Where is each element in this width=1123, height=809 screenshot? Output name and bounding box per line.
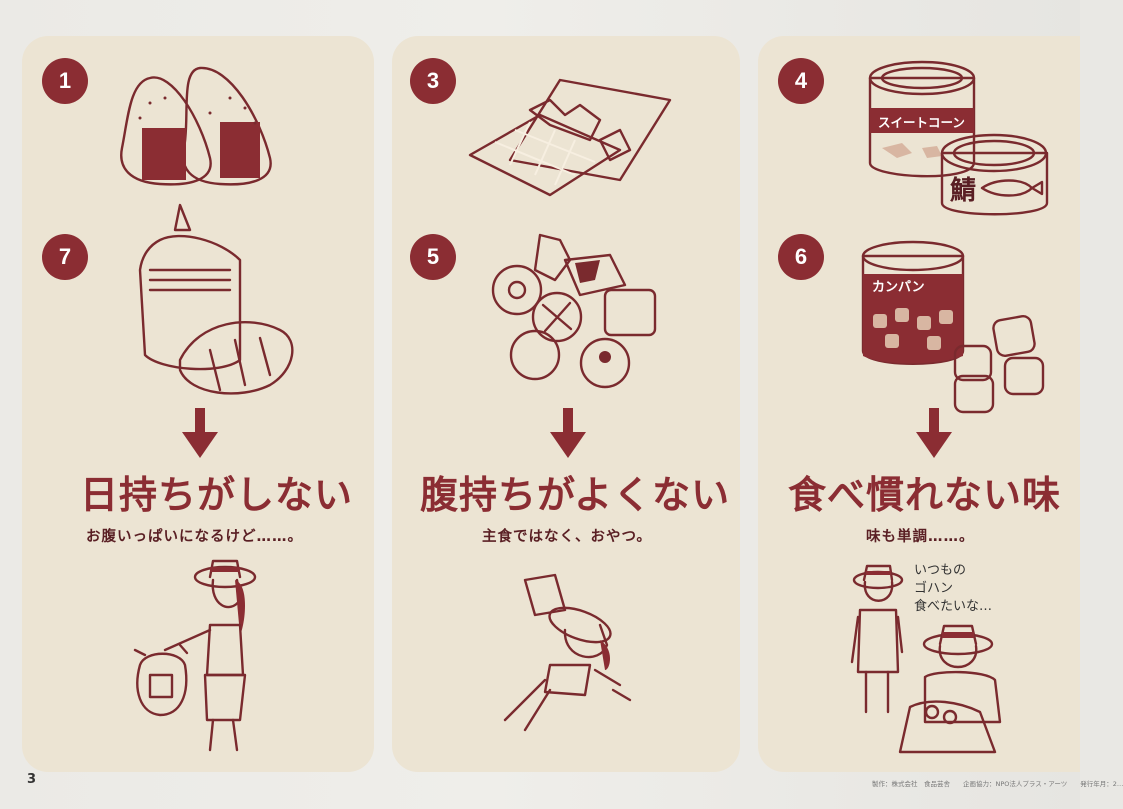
kanpan-illustration [861,240,1045,414]
saba-can-label: 鯖 [950,176,978,206]
onigiri-illustration [120,66,272,186]
item-number-badge: 6 [778,234,824,280]
chocolate-illustration [468,78,672,197]
item-number-badge: 1 [42,58,88,104]
bread-illustration [138,203,294,395]
credits-footer: 製作：株式会社 食品芸舎 企画協力：NPO法人プラス・アーツ 発行年月：2… [872,780,1123,788]
panel-shelf-life [22,36,374,772]
snacks-illustration [491,233,657,389]
arrow-down-icon [916,408,952,458]
subtext-filling: 主食ではなく、おやつ。 [482,529,652,545]
speech-bubble-text: いつもの ゴハン 食べたいな… [914,563,993,614]
person-with-bag-illustration [133,559,257,752]
item-number-badge: 5 [410,234,456,280]
panel-taste [758,36,1080,772]
item-number-badge: 7 [42,234,88,280]
arrow-down-icon [182,408,218,458]
headline-taste: 食べ慣れない味 [788,473,1062,517]
corn-can-label: スイートコーン [878,115,965,130]
canned-food-illustration [868,60,1049,216]
kanpan-can-label: カンパン [872,280,925,295]
item-number-badge: 4 [778,58,824,104]
page-number: 3 [27,772,37,787]
headline-shelf-life: 日持ちがしない [80,473,354,517]
arrow-down-icon [550,408,586,458]
hungry-person-illustration [503,573,632,732]
subtext-shelf-life: お腹いっぱいになるけど……。 [86,529,303,545]
subtext-taste: 味も単調……。 [866,529,975,545]
headline-filling: 腹持ちがよくない [420,473,731,517]
item-number-badge: 3 [410,58,456,104]
bored-people-illustration [850,564,1002,754]
